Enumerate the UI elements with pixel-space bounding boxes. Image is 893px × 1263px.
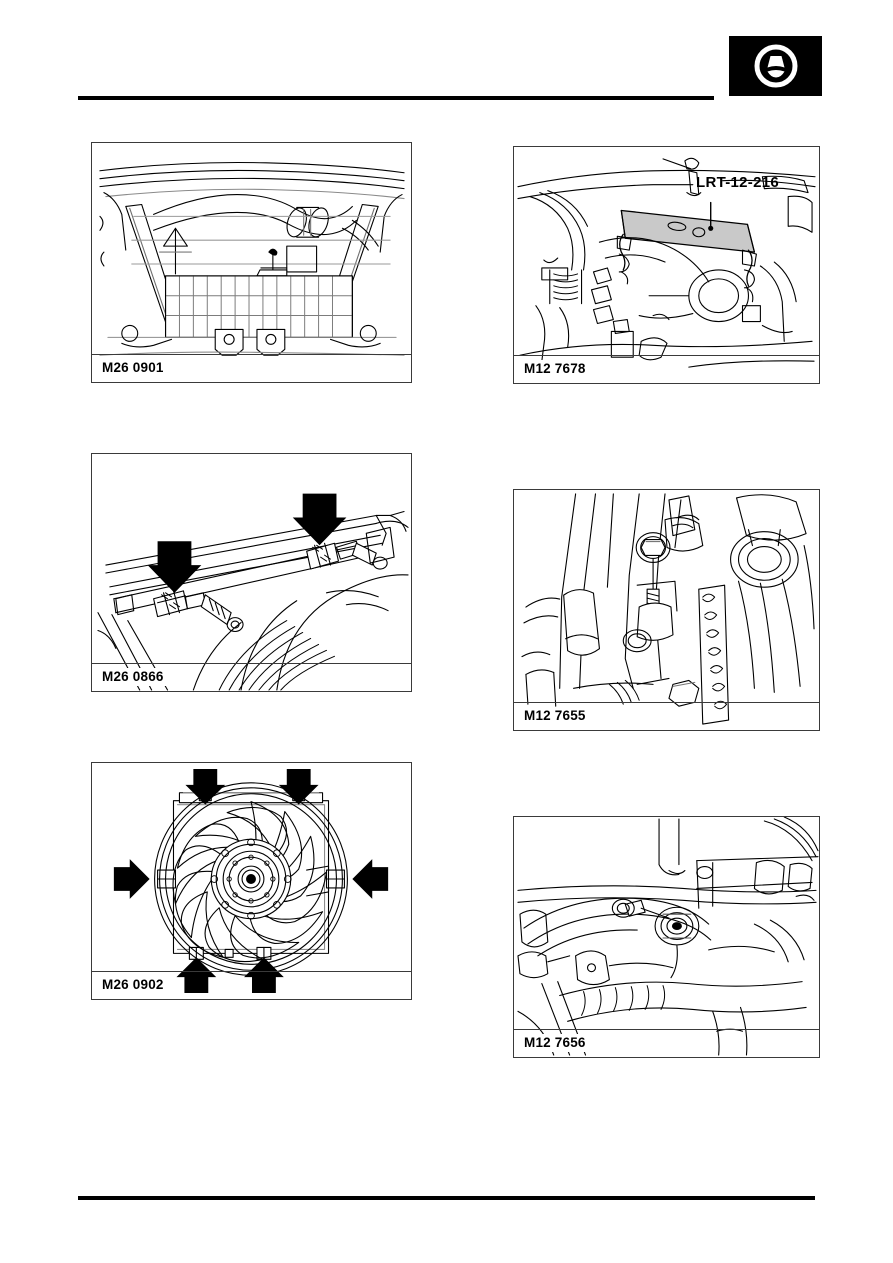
figure-illustration [92, 143, 411, 382]
caption-divider [92, 353, 411, 355]
callout-arrow [278, 768, 319, 805]
caption-divider [514, 1028, 819, 1030]
tool-part-number-label: LRT-12-216 [696, 174, 780, 191]
figure-caption: M26 0902 [101, 976, 167, 994]
manufacturer-logo [729, 36, 822, 96]
figure-panel: M12 7656 [513, 816, 820, 1058]
figure-panel: M26 0901 [91, 142, 412, 383]
callout-arrow [185, 768, 226, 805]
figure-illustration [92, 763, 411, 999]
caption-divider [514, 701, 819, 703]
figure-panel: LRT-12-216 M12 7678 [513, 146, 820, 384]
figure-panel: M26 0866 [91, 453, 412, 692]
figure-panel: M26 0902 [91, 762, 412, 1000]
figure-caption: M26 0901 [101, 359, 167, 377]
figure-illustration [514, 490, 819, 730]
caption-divider [92, 662, 411, 664]
figure-caption: M12 7655 [523, 707, 589, 725]
callout-arrow [176, 957, 217, 994]
callout-arrow [352, 859, 389, 899]
header-rule [78, 96, 714, 100]
callout-arrow [244, 957, 284, 994]
figure-illustration [514, 147, 819, 383]
callout-arrow [113, 859, 150, 899]
caption-divider [514, 354, 819, 356]
steering-wheel-icon [754, 44, 797, 88]
caption-divider [92, 970, 411, 972]
figure-caption: M12 7656 [523, 1034, 589, 1052]
figure-caption: M26 0866 [101, 668, 167, 686]
figure-illustration [514, 817, 819, 1057]
figure-illustration [92, 454, 411, 691]
callout-arrow [147, 541, 202, 593]
callout-arrow [292, 493, 347, 546]
figure-caption: M12 7678 [523, 360, 589, 378]
footer-rule [78, 1196, 815, 1200]
figure-panel: M12 7655 [513, 489, 820, 731]
